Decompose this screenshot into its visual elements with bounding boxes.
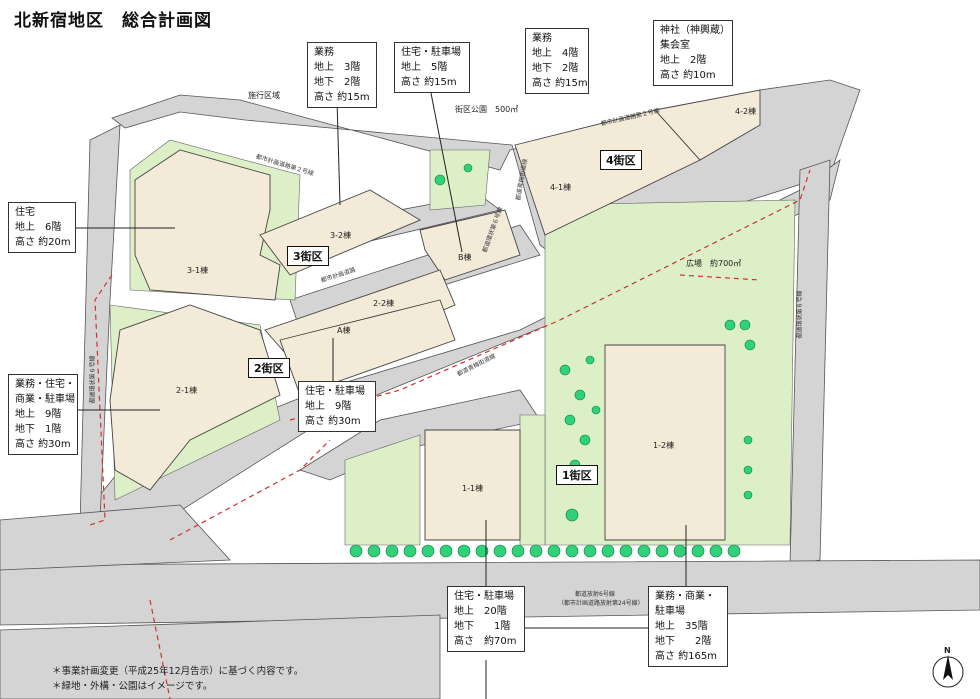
label-bldg-4-2: 神社（神輿蔵）集会室地上 2階高さ 約10m: [653, 20, 733, 86]
bldg-2-1: 2-1棟: [176, 386, 198, 395]
district-1-label: 1街区: [556, 465, 598, 485]
district-3-label: 3街区: [287, 246, 329, 266]
compass-label: N: [944, 646, 951, 655]
district-4-label: 4街区: [600, 150, 642, 170]
park-label: 街区公園 500㎡: [455, 105, 519, 114]
bldg-4-2: 4-2棟: [735, 107, 757, 116]
bldg-3-1: 3-1棟: [187, 266, 209, 275]
building-footprints: [109, 89, 761, 541]
label-bldg-1-1: 住宅・駐車場地上 20階地下 1階高さ 約70m: [447, 586, 525, 652]
north-compass: [932, 655, 964, 688]
bldg-1-2: 1-2棟: [653, 441, 675, 450]
area-boundary-label: 施行区域: [248, 91, 280, 100]
road-label-8a: 都道放射6号線: [575, 591, 615, 598]
note-2: ＊緑地・外構・公園はイメージです。: [52, 681, 213, 692]
label-bldg-a: 住宅・駐車場地上 9階高さ 約30m: [298, 381, 376, 432]
district-2-label: 2街区: [248, 358, 290, 378]
bldg-a: A棟: [337, 326, 351, 335]
road-label-7: 都道環状第６号線: [89, 355, 97, 404]
label-bldg-1-2: 業務・商業・駐車場地上 35階地下 2階高さ 約165m: [648, 586, 728, 667]
road-label-9: 都道環状第６号線: [796, 290, 804, 339]
bldg-b: B棟: [458, 253, 472, 262]
bldg-1-1: 1-1棟: [462, 484, 484, 493]
label-bldg-3-2: 業務地上 3階地下 2階高さ 約15m: [307, 42, 377, 108]
bldg-4-1: 4-1棟: [550, 183, 572, 192]
label-bldg-4-1: 業務地上 4階地下 2階高さ 約15m: [525, 28, 589, 94]
plaza-label: 広場 約700㎡: [686, 259, 742, 268]
page-title: 北新宿地区総合計画図: [14, 11, 212, 31]
road-label-8b: （都市計画道路放射第24号線）: [558, 600, 644, 607]
note-1: ＊事業計画変更（平成25年12月告示）に基づく内容です。: [52, 666, 304, 677]
page-subtitle: 総合計画図: [122, 11, 212, 31]
label-bldg-3-1: 住宅地上 6階高さ 約20m: [8, 202, 76, 253]
bldg-3-2: 3-2棟: [330, 231, 352, 240]
label-bldg-b: 住宅・駐車場地上 5階高さ 約15m: [394, 42, 470, 93]
label-bldg-2-1: 業務・住宅・商業・駐車場地上 9階地下 1階高さ 約30m: [8, 374, 78, 455]
bldg-2-2: 2-2棟: [373, 299, 395, 308]
